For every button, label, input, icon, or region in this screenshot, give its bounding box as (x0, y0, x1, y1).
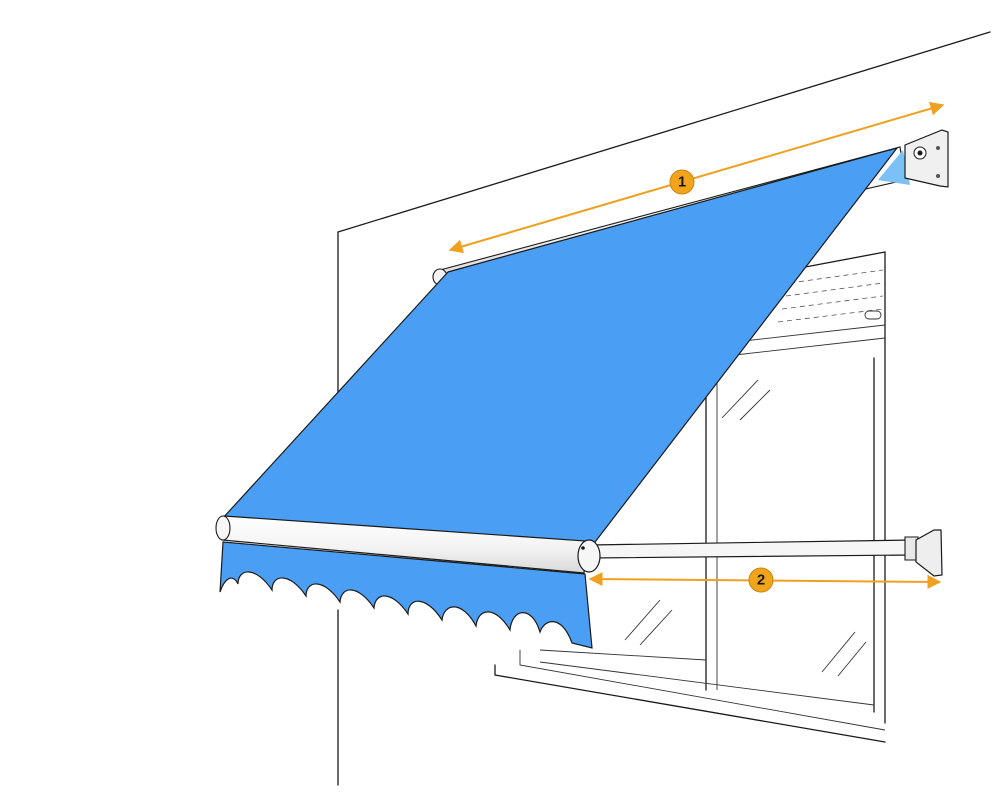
arm-wall-bracket (915, 529, 943, 577)
dimension-label-1: 1 (678, 174, 686, 191)
dimension-label-2: 2 (757, 572, 765, 589)
front-bar (215, 515, 601, 574)
dimension-badge-1 (669, 169, 695, 195)
awning-valance (219, 541, 593, 649)
dimension-badge-2 (748, 567, 774, 593)
dimension-2: 2 (588, 567, 942, 593)
shutter-slot (864, 310, 882, 320)
window (494, 251, 886, 743)
top-wall-bracket (904, 129, 949, 188)
dimension-1: 1 (448, 101, 945, 254)
awning-fabric (220, 146, 899, 547)
dimension-arrow-1 (448, 101, 945, 254)
front-bar-end-cap (577, 539, 601, 573)
